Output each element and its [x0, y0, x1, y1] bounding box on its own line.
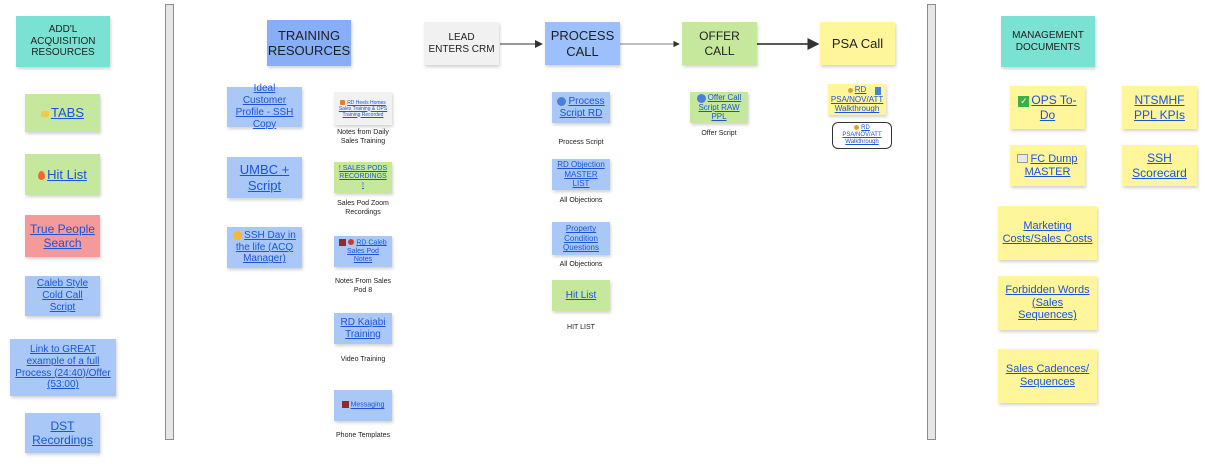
ideal-customer-profile-link[interactable]: Ideal Customer Profile - SSH Copy	[227, 83, 302, 130]
addl-acquisition-header: ADD'L ACQUISITION RESOURCES	[16, 16, 110, 67]
tabs-link[interactable]: TABS	[25, 94, 100, 132]
ntsmhf-kpis-link[interactable]: NTSMHF PPL KPIs	[1122, 86, 1197, 129]
caleb-style-script-link[interactable]: Caleb Style Cold Call Script	[25, 276, 100, 316]
hit-list-link[interactable]: Hit List	[25, 154, 100, 195]
dst-recordings-link[interactable]: DST Recordings	[25, 413, 100, 453]
psa-walkthrough-link[interactable]: RD PSA/NOV/ATT Walkthrough	[828, 84, 886, 115]
lead-enters-crm: LEAD ENTERS CRM	[424, 22, 499, 65]
process-script-rd-link[interactable]: Process Script RD	[552, 92, 610, 123]
sales-pods-caption: Sales Pod Zoom Recordings	[337, 200, 389, 217]
caleb-sales-pod-caption: Notes From Sales Pod 8	[334, 278, 392, 295]
book-icon	[341, 401, 349, 409]
forbidden-words-link[interactable]: Forbidden Words (Sales Sequences)	[998, 276, 1097, 330]
chart-icon	[1017, 154, 1029, 164]
folder-icon	[41, 110, 49, 117]
process-script-caption: Process Script	[558, 139, 604, 146]
fc-dump-master-link[interactable]: FC Dump MASTER	[1010, 145, 1085, 186]
process-call-header: PROCESS CALL	[545, 22, 620, 65]
true-people-search-link[interactable]: True People Search	[25, 215, 100, 257]
process-hit-list-link[interactable]: Hit List	[552, 280, 610, 311]
emoji-icon	[847, 87, 853, 93]
offer-call-script-link[interactable]: Offer Call Script RAW PPL	[690, 92, 748, 123]
messaging-link[interactable]: Messaging	[334, 390, 392, 421]
marketing-costs-link[interactable]: Marketing Costs/Sales Costs	[998, 206, 1097, 260]
right-divider	[927, 4, 936, 440]
caleb-sales-pod-notes-link[interactable]: RD Caleb Sales Pod Notes	[334, 236, 392, 267]
offer-call-header: OFFER CALL	[682, 22, 757, 65]
rd-heels-caption: Notes from Daily Sales Training	[337, 129, 389, 146]
ops-todo-link[interactable]: ✓OPS To-Do	[1010, 86, 1085, 129]
smile-icon	[233, 230, 243, 240]
offer-script-caption: Offer Script	[701, 130, 737, 137]
objection-caption: All Objections	[559, 197, 603, 204]
kajabi-caption: Video Training	[340, 356, 386, 363]
management-documents-header: MANAGEMENT DOCUMENTS	[1001, 16, 1095, 67]
checkbox-icon: ✓	[1018, 95, 1030, 107]
property-caption: All Objections	[559, 261, 603, 268]
fire-icon	[38, 170, 46, 180]
property-condition-link[interactable]: Property Condition Questions	[552, 222, 610, 255]
rd-kajabi-training-link[interactable]: RD Kajabi Training	[334, 313, 392, 344]
training-resources-header: TRAINING RESOURCES	[267, 20, 351, 66]
hit-list-caption: HIT LIST	[567, 324, 595, 331]
globe-icon	[696, 93, 706, 103]
sales-cadences-link[interactable]: Sales Cadences/ Sequences	[998, 349, 1097, 403]
red-dot-icon	[348, 239, 355, 246]
emoji-icon	[854, 124, 860, 130]
globe-icon	[557, 96, 567, 106]
great-example-link[interactable]: Link to GREAT example of a full Process …	[10, 339, 116, 396]
rd-heels-training-link[interactable]: RD Heels Homes Sales Training & OPS Trai…	[334, 92, 392, 125]
messaging-caption: Phone Templates	[336, 432, 390, 439]
ssh-scorecard-link[interactable]: SSH Scorecard	[1122, 145, 1197, 186]
objection-master-list-link[interactable]: RD Objection MASTER LIST	[552, 159, 610, 190]
psa-call-header: PSA Call	[820, 22, 895, 65]
umbc-script-link[interactable]: UMBC + Script	[227, 157, 302, 198]
psa-walkthrough-small-link[interactable]: RD PSA/NOV/ATT Walkthrough	[832, 122, 892, 149]
book-icon	[339, 238, 347, 246]
left-divider	[165, 4, 174, 440]
google-doc-icon	[875, 87, 881, 95]
house-icon	[340, 99, 346, 105]
sales-pods-recordings-link[interactable]: ! SALES PODS RECORDINGS !	[334, 162, 392, 193]
ssh-day-in-life-link[interactable]: SSH Day in the life (ACQ Manager)	[227, 227, 302, 268]
